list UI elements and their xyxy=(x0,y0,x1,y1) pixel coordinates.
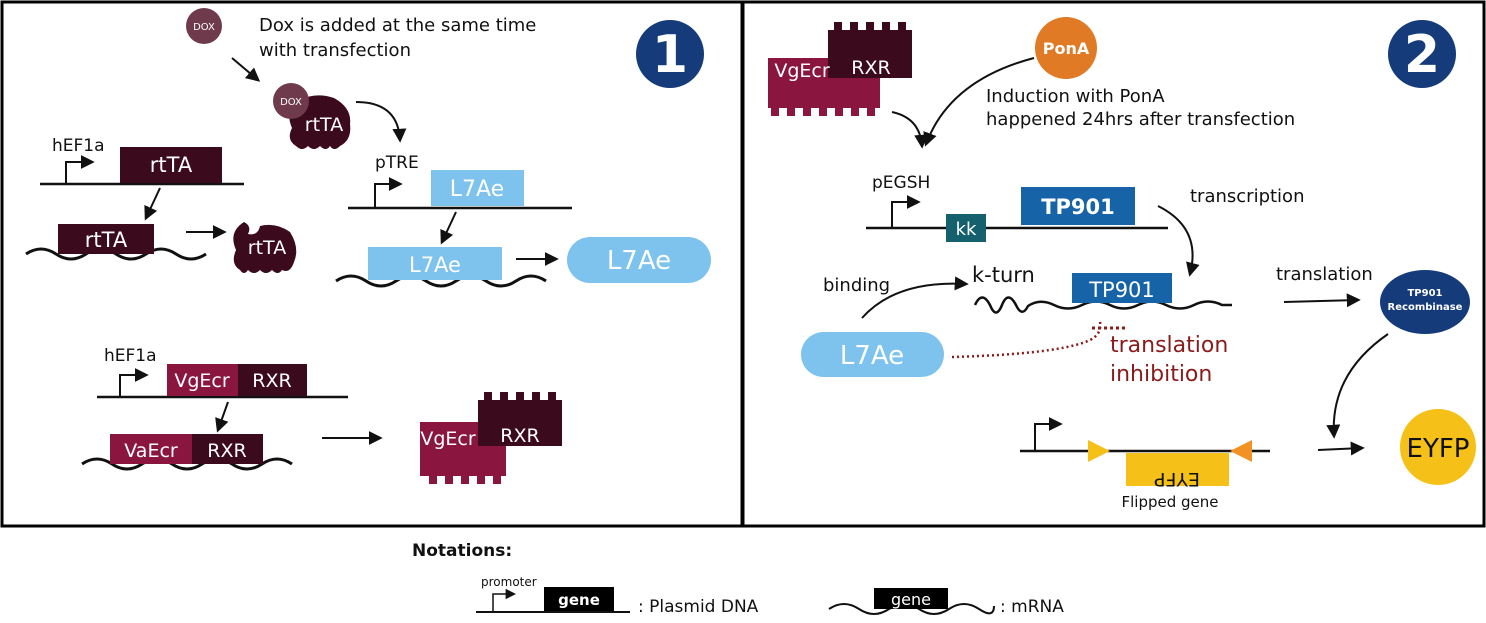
pona-molecule: PonA xyxy=(1035,17,1097,79)
rtta-protein: rtTA xyxy=(233,222,297,273)
l7ae-mrna: L7Ae xyxy=(335,247,547,288)
tp901-mrna-label: TP901 xyxy=(1088,278,1155,302)
recombinase-label-line-1: TP901 xyxy=(1407,288,1442,299)
binding-label: binding xyxy=(823,275,890,296)
panel-2-badge: 2 xyxy=(1388,20,1456,88)
translation-label: translation xyxy=(1276,264,1373,285)
l7ae-transcription-arrow xyxy=(440,211,457,245)
inhibition-label-line-2: inhibition xyxy=(1110,362,1212,387)
pegsh-plasmid: pEGSH kk TP901 xyxy=(866,173,1168,242)
tp901-recombinase: TP901 Recombinase xyxy=(1380,270,1470,334)
rxr-protein-label: RXR xyxy=(500,425,539,447)
vgecr-rxr-complex: VgEcr RXR xyxy=(768,22,912,116)
pona-arrow xyxy=(923,57,1035,147)
notations-legend: Notations: promoter gene : Plasmid DNA g… xyxy=(412,541,1064,617)
eyfp-label: EYFP xyxy=(1407,434,1470,464)
induction-line-2: happened 24hrs after transfection xyxy=(986,109,1295,130)
notation-promoter-label: promoter xyxy=(481,575,537,589)
recombinase-label-line-2: Recombinase xyxy=(1388,302,1463,313)
vgecr-rxr-protein: VgEcr RXR xyxy=(420,392,562,484)
panel-1-badge-number: 1 xyxy=(652,25,688,85)
rtta-mrna: rtTA xyxy=(25,224,207,261)
flipped-construct: EYFP Flipped gene xyxy=(1020,417,1270,511)
complex-rtta-label: rtTA xyxy=(305,114,343,136)
loxp-site-left xyxy=(1088,440,1110,462)
notation-plasmid-label: : Plasmid DNA xyxy=(638,597,759,617)
vgecr-transcription-arrow xyxy=(215,401,229,433)
rtta-transcription-arrow xyxy=(144,187,161,221)
pona-label: PonA xyxy=(1043,39,1090,58)
l7ae-plasmid: pTRE L7Ae xyxy=(348,153,572,210)
loxp-site-right xyxy=(1230,440,1252,462)
tp901-gene-label: TP901 xyxy=(1041,195,1115,219)
panel-1-badge: 1 xyxy=(636,20,704,88)
rtta-protein-label: rtTA xyxy=(248,237,286,259)
binding-arrow xyxy=(861,276,969,319)
translation-arrow xyxy=(1283,293,1361,308)
vgecr-rxr-plasmid: hEF1a VgEcr RXR xyxy=(97,346,348,399)
l7ae-protein: L7Ae xyxy=(567,237,711,283)
transcription-arrow xyxy=(1157,205,1200,277)
rtta-gene-label: rtTA xyxy=(150,153,193,177)
inhibition-label-line-1: translation xyxy=(1110,333,1228,358)
transcription-label: transcription xyxy=(1190,186,1304,207)
flipped-gene-text: EYFP xyxy=(1154,468,1200,490)
vaecr-mrna-label: VaEcr xyxy=(124,440,178,462)
l7ae-mrna-label: L7Ae xyxy=(409,253,461,277)
panel-2-badge-number: 2 xyxy=(1404,25,1440,85)
dox-arrow xyxy=(231,57,261,82)
dox-molecule: DOX xyxy=(186,8,222,44)
vgecr-promoter-label: hEF1a xyxy=(104,346,157,366)
dox-note-line-2: with transfection xyxy=(259,40,411,61)
panel-2: 2 VgEcr RXR PonA Induction with PonA hap… xyxy=(768,17,1476,511)
ptre-promoter-label: pTRE xyxy=(375,153,419,173)
complex-vgecr-label: VgEcr xyxy=(774,60,830,82)
eyfp-arrow xyxy=(1317,441,1365,456)
rtta-mrna-label: rtTA xyxy=(85,228,128,252)
recombinase-arrow xyxy=(1326,333,1389,439)
kturn-label: k-turn xyxy=(972,263,1035,287)
panel-2-frame xyxy=(741,0,1486,528)
rtta-dox-complex: DOX rtTA xyxy=(273,83,351,149)
vgecr-protein-label: VgEcr xyxy=(420,428,476,450)
complex-dox-label: DOX xyxy=(280,97,302,108)
notations-title: Notations: xyxy=(412,541,512,561)
vgecr-rxr-mrna: VaEcr RXR xyxy=(81,434,293,471)
pegsh-promoter-label: pEGSH xyxy=(872,173,930,193)
complex-rxr-label: RXR xyxy=(851,57,890,79)
rxr-gene-label: RXR xyxy=(252,370,291,392)
complex-to-ptre-arrow xyxy=(355,101,407,143)
kk-label: kk xyxy=(956,219,977,240)
rtta-promoter-label: hEF1a xyxy=(52,136,105,156)
panel-2-l7ae-label: L7Ae xyxy=(840,341,904,371)
notation-mrna-gene-label: gene xyxy=(891,590,931,609)
dox-note-line-1: Dox is added at the same time xyxy=(259,15,536,36)
eyfp-protein: EYFP xyxy=(1400,409,1476,485)
notation-plasmid-gene-label: gene xyxy=(558,591,600,609)
rxr-mrna-label: RXR xyxy=(207,440,246,462)
complex-arrow xyxy=(891,111,929,149)
dox-label: DOX xyxy=(193,22,215,33)
translation-inhibition: translation inhibition xyxy=(951,321,1228,387)
panel-2-l7ae-protein: L7Ae xyxy=(801,332,944,377)
notation-mrna-label: : mRNA xyxy=(1000,597,1064,617)
tp901-mrna: TP901 xyxy=(973,273,1232,314)
l7ae-protein-label: L7Ae xyxy=(607,246,671,276)
induction-line-1: Induction with PonA xyxy=(986,86,1165,107)
flipped-gene-label: Flipped gene xyxy=(1121,493,1218,511)
vgecr-gene-label: VgEcr xyxy=(174,370,230,392)
rtta-plasmid: hEF1a rtTA xyxy=(40,136,244,186)
panel-1: 1 DOX Dox is added at the same time with… xyxy=(25,8,711,484)
l7ae-gene-label: L7Ae xyxy=(450,177,504,202)
